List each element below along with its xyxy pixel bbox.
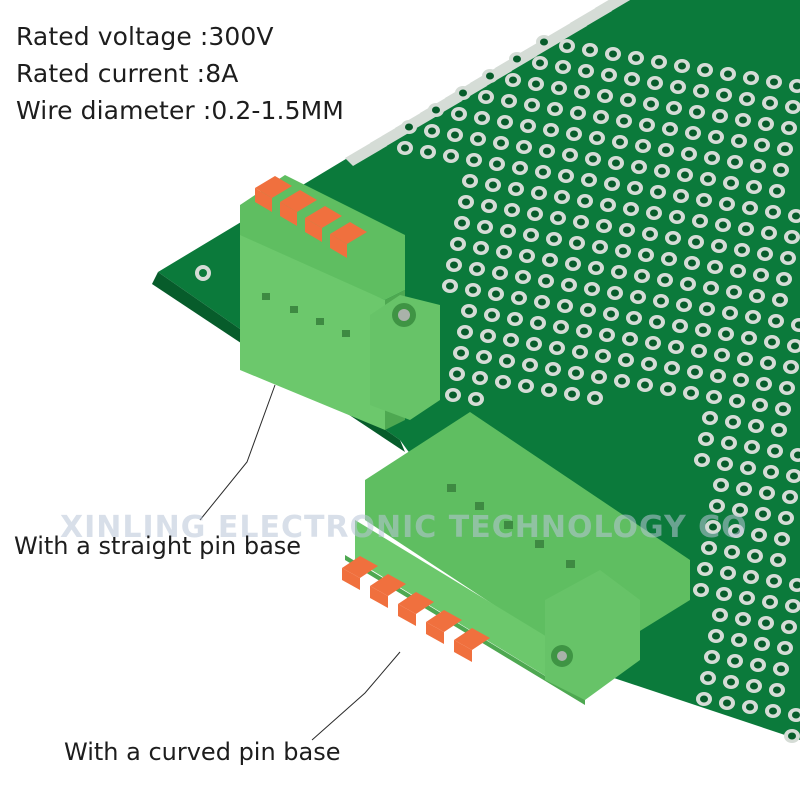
caption-straight-pin-base: With a straight pin base: [14, 532, 302, 560]
straight-pin-connector: [240, 175, 440, 430]
solder-strip: [595, 0, 631, 16]
spec-rated-voltage: Rated voltage :300V: [16, 22, 274, 51]
pad-grid: [397, 35, 800, 743]
straight-leader-line: [199, 384, 276, 521]
solder-strip: [627, 0, 630, 1]
curved-leader-line: [311, 651, 401, 741]
spec-rated-current: Rated current :8A: [16, 59, 239, 88]
watermark: XINLING ELECTRONIC TECHNOLOGY CO: [60, 510, 748, 545]
caption-curved-pin-base: With a curved pin base: [64, 738, 341, 766]
curved-pin-connector: [342, 412, 690, 705]
spec-wire-diameter: Wire diameter :0.2-1.5MM: [16, 96, 344, 125]
